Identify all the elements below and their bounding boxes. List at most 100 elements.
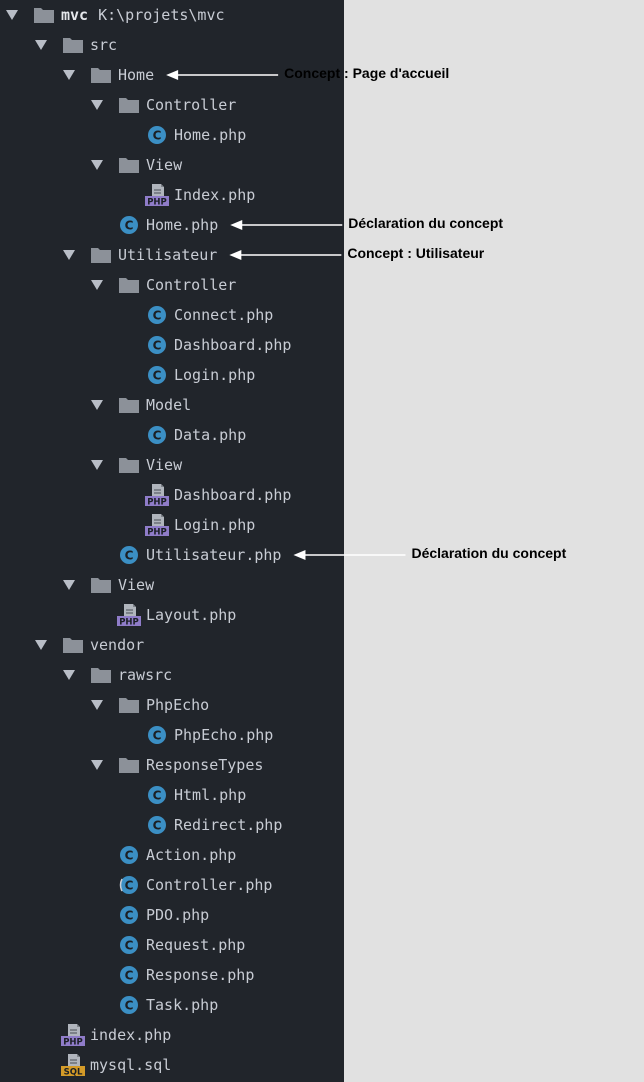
tree-item-label: PhpEcho.php <box>174 726 274 744</box>
tree-item-label: Controller.php <box>146 876 273 894</box>
folder-icon <box>117 93 141 117</box>
tree-item-label: Home.php <box>146 216 219 234</box>
tree-item[interactable]: src <box>0 30 344 60</box>
tree-item-label: Index.php <box>174 186 256 204</box>
tree-item-label: Controller <box>146 276 237 294</box>
chevron-down-icon[interactable] <box>61 67 77 83</box>
tree-item[interactable]: Model <box>0 390 344 420</box>
php-file-icon: PHP <box>145 183 169 207</box>
tree-item-label: Data.php <box>174 426 247 444</box>
project-path: K:\projets\mvc <box>98 6 225 24</box>
folder-icon <box>117 153 141 177</box>
tree-item-label: Response.php <box>146 966 255 984</box>
tree-item[interactable]: Home <box>0 60 344 90</box>
chevron-down-icon[interactable] <box>61 577 77 593</box>
tree-item[interactable]: C Request.php <box>0 930 344 960</box>
tree-item-label: View <box>118 576 155 594</box>
tree-item[interactable]: PHP index.php <box>0 1020 344 1050</box>
chevron-down-icon[interactable] <box>89 757 105 773</box>
annotation-label: Concept : Page d'accueil <box>284 65 450 81</box>
tree-root-item[interactable]: mvc K:\projets\mvc <box>0 0 344 30</box>
tree-item[interactable]: View <box>0 150 344 180</box>
tree-item-label: Login.php <box>174 516 256 534</box>
svg-text:C: C <box>125 969 134 983</box>
tree-item-label: Model <box>146 396 192 414</box>
svg-text:C: C <box>153 789 162 803</box>
svg-text:C: C <box>153 369 162 383</box>
tree-item[interactable]: Controller <box>0 270 344 300</box>
tree-item[interactable]: Utilisateur <box>0 240 344 270</box>
tree-item-label: mysql.sql <box>90 1056 172 1074</box>
tree-item-label: PDO.php <box>146 906 210 924</box>
php-file-icon: PHP <box>145 513 169 537</box>
php-class-icon: C <box>117 933 141 957</box>
tree-item-label: Dashboard.php <box>174 486 292 504</box>
tree-item[interactable]: vendor <box>0 630 344 660</box>
tree-item[interactable]: C Response.php <box>0 960 344 990</box>
svg-text:C: C <box>125 939 134 953</box>
tree-item[interactable]: C Html.php <box>0 780 344 810</box>
tree-item-label: Html.php <box>174 786 247 804</box>
svg-text:C: C <box>125 909 134 923</box>
tree-item-label: index.php <box>90 1026 172 1044</box>
svg-text:PHP: PHP <box>119 618 139 628</box>
svg-text:PHP: PHP <box>147 198 167 208</box>
tree-item[interactable]: View <box>0 450 344 480</box>
chevron-down-icon[interactable] <box>89 457 105 473</box>
chevron-down-icon[interactable] <box>89 97 105 113</box>
chevron-down-icon[interactable] <box>4 7 20 23</box>
php-class-icon: C <box>117 543 141 567</box>
svg-text:C: C <box>125 549 134 563</box>
tree-item[interactable]: C Controller.php <box>0 870 344 900</box>
abstract-class-icon: C <box>117 873 141 897</box>
tree-item[interactable]: Controller <box>0 90 344 120</box>
svg-text:PHP: PHP <box>147 528 167 538</box>
chevron-down-icon[interactable] <box>61 667 77 683</box>
tree-item[interactable]: rawsrc <box>0 660 344 690</box>
php-class-icon: C <box>145 813 169 837</box>
tree-item-label: Task.php <box>146 996 219 1014</box>
chevron-down-icon[interactable] <box>61 247 77 263</box>
chevron-down-icon[interactable] <box>89 157 105 173</box>
chevron-down-icon[interactable] <box>89 697 105 713</box>
tree-item[interactable]: PHP Login.php <box>0 510 344 540</box>
php-class-icon: C <box>117 843 141 867</box>
tree-item[interactable]: View <box>0 570 344 600</box>
svg-text:C: C <box>125 879 134 893</box>
tree-item-label: Home <box>118 66 155 84</box>
tree-item[interactable]: C Home.php <box>0 210 344 240</box>
chevron-down-icon[interactable] <box>89 277 105 293</box>
chevron-down-icon[interactable] <box>33 37 49 53</box>
tree-item[interactable]: C PDO.php <box>0 900 344 930</box>
svg-text:C: C <box>125 849 134 863</box>
php-class-icon: C <box>117 963 141 987</box>
php-class-icon: C <box>117 213 141 237</box>
tree-item-label: Controller <box>146 96 237 114</box>
tree-item[interactable]: ResponseTypes <box>0 750 344 780</box>
folder-icon <box>117 393 141 417</box>
tree-item-label: Request.php <box>146 936 246 954</box>
folder-icon <box>117 753 141 777</box>
project-name: mvc <box>61 6 89 24</box>
chevron-down-icon[interactable] <box>33 637 49 653</box>
svg-text:C: C <box>125 219 134 233</box>
tree-item[interactable]: PhpEcho <box>0 690 344 720</box>
annotation-label: Déclaration du concept <box>348 215 504 231</box>
chevron-down-icon[interactable] <box>89 397 105 413</box>
php-file-icon: PHP <box>61 1023 85 1047</box>
tree-item[interactable]: PHP Index.php <box>0 180 344 210</box>
